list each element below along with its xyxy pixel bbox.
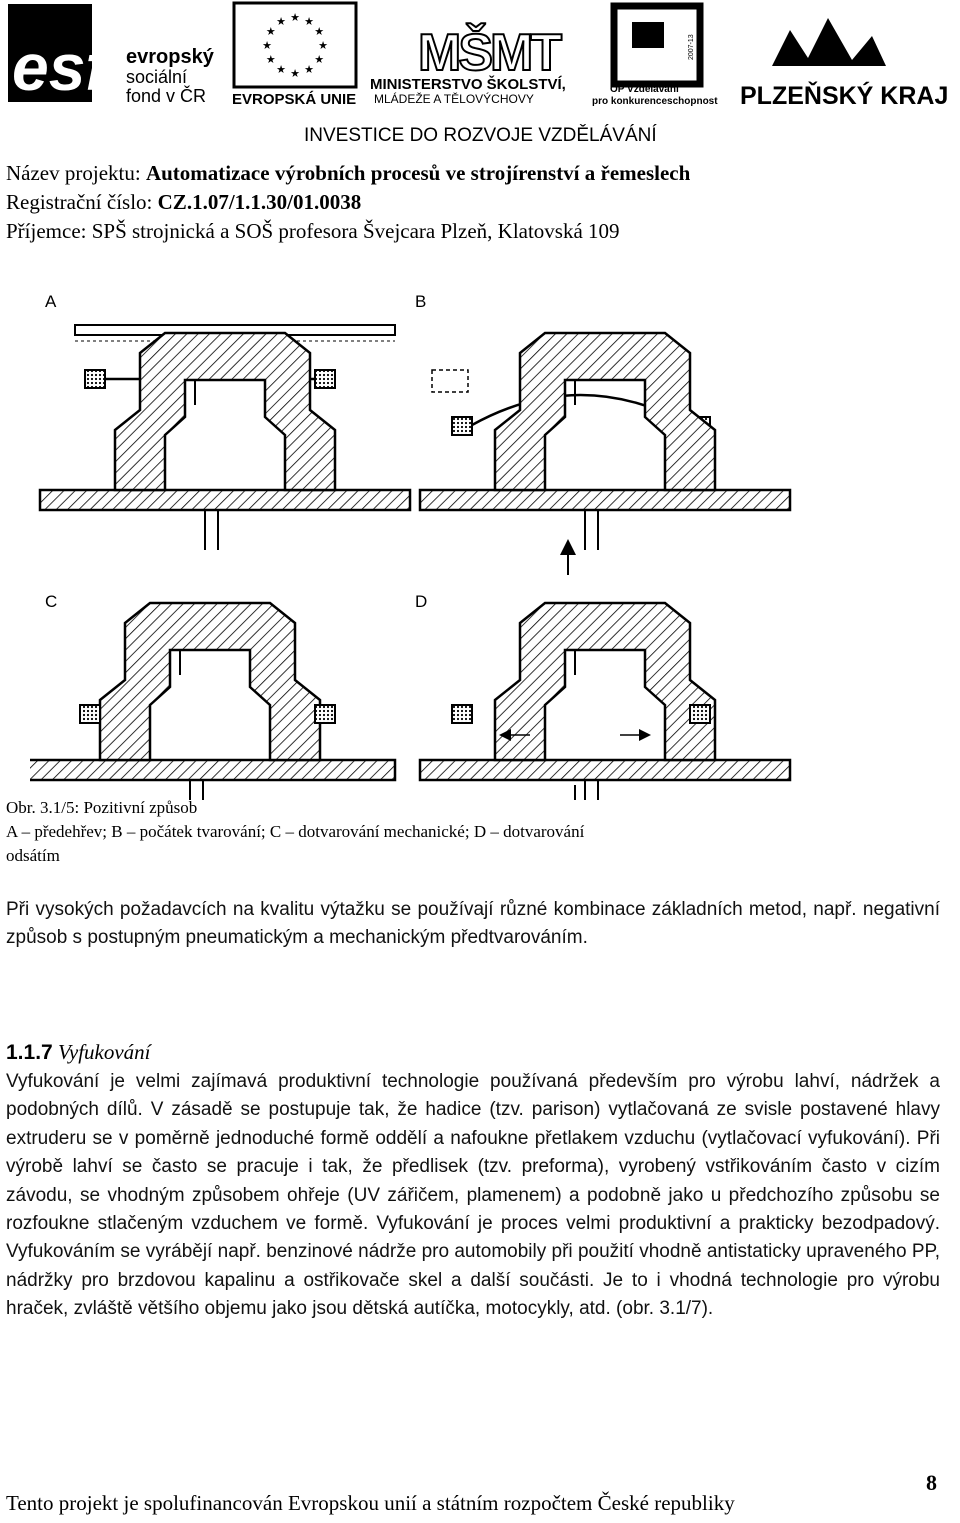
- panel-d-label: D: [415, 592, 427, 611]
- panel-a-label: A: [45, 292, 57, 311]
- logo-header: esf evropský sociální fond v ČR ★★★★★★★★…: [0, 0, 960, 150]
- project-name-value: Automatizace výrobních procesů ve strojí…: [145, 161, 691, 185]
- registration-line: Registrační číslo: CZ.1.07/1.1.30/01.003…: [6, 189, 361, 215]
- esf-letters: esf: [12, 30, 113, 104]
- eu-flag-logo: ★★★★★★★★★★★★ EVROPSKÁ UNIE: [232, 1, 358, 108]
- eu-star-icon: ★: [276, 64, 286, 76]
- esf-text-1: evropský: [126, 46, 215, 68]
- page-number: 8: [926, 1470, 937, 1495]
- esf-logo: esf evropský sociální fond v ČR: [8, 4, 215, 106]
- footer-text: Tento projekt je spolufinancován Evropsk…: [6, 1491, 735, 1515]
- kraj-text: PLZEŇSKÝ KRAJ: [740, 80, 948, 110]
- panel-c: C: [23, 592, 397, 822]
- panel-a: A: [38, 292, 412, 552]
- paragraph-blow-molding: Vyfukování je velmi zajímavá produktivní…: [6, 1071, 940, 1320]
- msmt-text-1: MINISTERSTVO ŠKOLSTVÍ,: [370, 75, 566, 93]
- esf-text-3: fond v ČR: [126, 85, 206, 106]
- eu-star-icon: ★: [290, 12, 300, 24]
- section-number: 1.1.7: [6, 1041, 53, 1064]
- figure-caption-legend-cont: odsátím: [6, 846, 60, 865]
- eu-star-icon: ★: [314, 26, 324, 38]
- eu-star-icon: ★: [262, 40, 272, 52]
- eu-stars: ★★★★★★★★★★★★: [262, 12, 328, 80]
- figure-caption-title: Obr. 3.1/5: Pozitivní způsob: [6, 798, 198, 817]
- panel-d: D: [415, 592, 792, 833]
- eu-star-icon: ★: [266, 54, 276, 66]
- paragraph-intro: Při vysokých požadavcích na kvalitu výta…: [6, 899, 940, 949]
- msmt-logo: MŠMT MINISTERSTVO ŠKOLSTVÍ, MLÁDEŽE A TĚ…: [370, 22, 566, 106]
- panel-b-label: B: [415, 292, 426, 311]
- op-logo: 2007-13 OP Vzdělávání pro konkurencescho…: [592, 2, 718, 107]
- esf-text-2: sociální: [126, 67, 187, 87]
- registration-label: Registrační číslo:: [6, 190, 158, 214]
- op-text-2: pro konkurenceschopnost: [592, 96, 718, 107]
- section-heading: 1.1.7 Vyfukování: [6, 1040, 151, 1065]
- eu-star-icon: ★: [304, 64, 314, 76]
- eu-star-icon: ★: [276, 16, 286, 28]
- plzensky-kraj-logo: PLZEŇSKÝ KRAJ: [740, 18, 948, 110]
- section-title: Vyfukování: [57, 1040, 151, 1064]
- eu-star-icon: ★: [304, 16, 314, 28]
- registration-value: CZ.1.07/1.1.30/01.0038: [157, 190, 362, 214]
- eu-star-icon: ★: [290, 68, 300, 80]
- thermoforming-figure: A B C D: [23, 285, 960, 833]
- panel-c-label: C: [45, 592, 57, 611]
- msmt-text-2: MLÁDEŽE A TĚLOVÝCHOVY: [374, 91, 534, 106]
- msmt-letters: MŠMT: [418, 23, 562, 82]
- figure-caption-legend: A – předehřev; B – počátek tvarování; C …: [6, 822, 585, 841]
- op-text-1: OP Vzdělávání: [610, 84, 680, 95]
- project-name-line: Název projektu: Automatizace výrobních p…: [6, 160, 690, 186]
- eu-star-icon: ★: [314, 54, 324, 66]
- eu-star-icon: ★: [266, 26, 276, 38]
- panel-b: B: [415, 292, 792, 575]
- op-years: 2007-13: [688, 34, 695, 60]
- eu-star-icon: ★: [318, 40, 328, 52]
- project-name-label: Název projektu:: [6, 161, 146, 185]
- eu-text: EVROPSKÁ UNIE: [232, 91, 356, 108]
- recipient-line: Příjemce: SPŠ strojnická a SOŠ profesora…: [6, 219, 620, 243]
- slogan: INVESTICE DO ROZVOJE VZDĚLÁVÁNÍ: [304, 124, 657, 146]
